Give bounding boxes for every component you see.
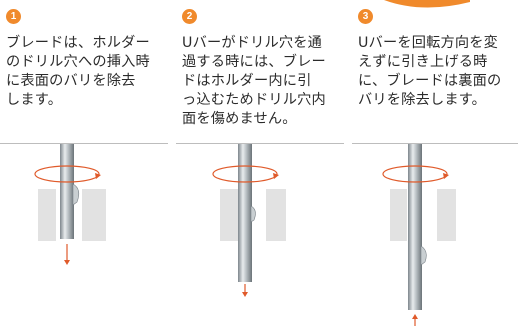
rotation-arrowhead-icon bbox=[273, 173, 279, 179]
arrow-up-icon bbox=[412, 314, 418, 319]
step-3: 3 Uバーを回転方向を変 えずに引き上げる時 に、ブレードは裏面の バリを除去し… bbox=[352, 0, 518, 326]
step-description: Uバーを回転方向を変 えずに引き上げる時 に、ブレードは裏面の バリを除去します… bbox=[358, 35, 502, 108]
u-bar-tool bbox=[60, 144, 74, 239]
u-bar-tool bbox=[408, 144, 422, 310]
divider bbox=[0, 143, 168, 144]
rotation-arrow-icon bbox=[34, 165, 100, 183]
divider bbox=[352, 143, 518, 144]
deburring-illustration-insert bbox=[34, 144, 106, 265]
step-description: Uバーがドリル穴を通 過する時には、ブレー ドはホルダー内に引 っ込むためドリル… bbox=[182, 35, 326, 127]
rotation-arrowhead-icon bbox=[95, 173, 101, 179]
rotation-arrow-icon bbox=[382, 165, 448, 183]
step-1: 1 ブレードは、ホルダー のドリル穴への挿入時 に表面のバリを除去 します。 bbox=[0, 0, 170, 326]
blade bbox=[420, 245, 427, 266]
deburring-illustration-pass bbox=[212, 144, 286, 297]
arrow-down-icon bbox=[242, 292, 248, 297]
step-number-badge: 2 bbox=[182, 9, 197, 24]
step-2: 2 Uバーがドリル穴を通 過する時には、ブレー ドはホルダー内に引 っ込むためド… bbox=[176, 0, 346, 326]
deburring-illustration-retract bbox=[382, 144, 456, 326]
step-number-badge: 3 bbox=[358, 9, 373, 24]
rotation-arrowhead-icon bbox=[443, 173, 449, 179]
u-bar-tool bbox=[238, 144, 252, 282]
arrow-down-icon bbox=[64, 260, 70, 265]
decorative-swoosh bbox=[384, 0, 470, 8]
blade bbox=[250, 205, 256, 223]
divider bbox=[176, 143, 344, 144]
step-number-badge: 1 bbox=[6, 9, 21, 24]
step-description: ブレードは、ホルダー のドリル穴への挿入時 に表面のバリを除去 します。 bbox=[6, 35, 150, 108]
rotation-arrow-icon bbox=[212, 165, 278, 183]
blade bbox=[72, 183, 80, 206]
